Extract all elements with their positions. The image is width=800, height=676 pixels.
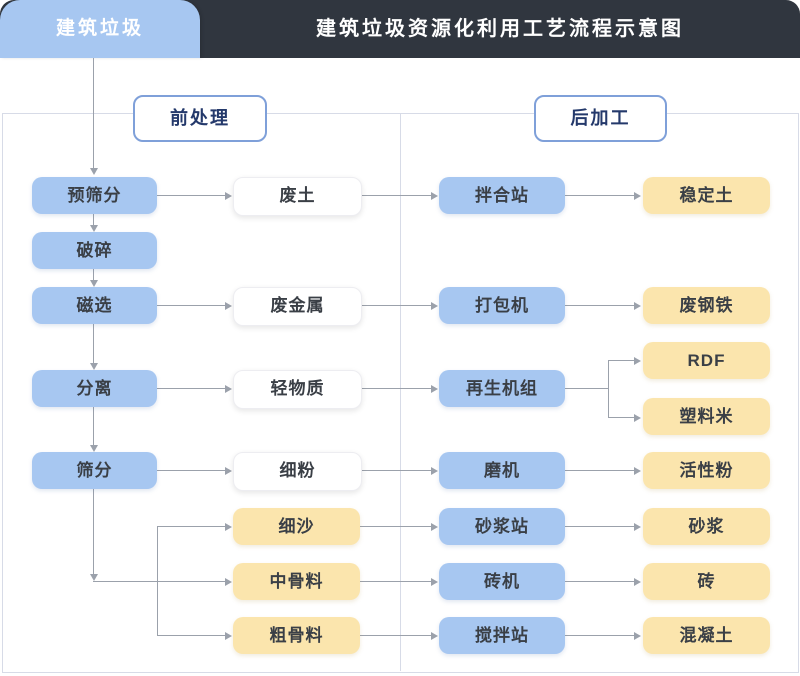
- flow-node-screening: 筛分: [32, 452, 157, 489]
- flow-node-concrete: 混凝土: [643, 617, 770, 654]
- arrowhead-icon: [431, 466, 438, 475]
- arrowhead-icon: [89, 445, 98, 452]
- arrowhead-icon: [431, 191, 438, 200]
- flow-node-scrap-steel: 废钢铁: [643, 287, 770, 324]
- arrowhead-icon: [225, 577, 232, 586]
- flow-node-baler: 打包机: [439, 287, 565, 324]
- flow-node-stabilized-soil: 稳定土: [643, 177, 770, 214]
- flow-node-active-powder: 活性粉: [643, 452, 770, 489]
- arrowhead-icon: [431, 522, 438, 531]
- arrowhead-icon: [225, 522, 232, 531]
- edge-mixplant-to-stabsoil: [565, 191, 641, 200]
- flow-node-brick: 砖: [643, 563, 770, 600]
- edge-branch-to-finesand: [157, 522, 232, 531]
- arrowhead-icon: [225, 301, 232, 310]
- edge-brickmachine-to-brick: [565, 577, 641, 586]
- edge-prescreen-to-crush: [89, 214, 98, 232]
- flow-node-pre-screening: 预筛分: [32, 177, 157, 214]
- arrowhead-icon: [634, 577, 641, 586]
- edge-waste-to-prescreen: [89, 58, 98, 175]
- flow-node-light-materials: 轻物质: [233, 370, 362, 409]
- flow-node-coarse-aggregate: 粗骨料: [233, 617, 360, 654]
- arrowhead-icon: [225, 631, 232, 640]
- flow-node-separation: 分离: [32, 370, 157, 407]
- edge-coarseagg-to-concplant: [360, 631, 438, 640]
- flow-node-rdf: RDF: [643, 342, 770, 379]
- edge-soil-to-mixplant: [360, 191, 438, 200]
- section-divider: [400, 113, 401, 671]
- arrowhead-icon: [634, 301, 641, 310]
- flow-node-mortar: 砂浆: [643, 508, 770, 545]
- edge-branch-to-coarseagg: [157, 631, 232, 640]
- source-tab-construction-waste: 建筑垃圾: [0, 0, 200, 58]
- edge-metal-to-baler: [360, 301, 438, 310]
- flow-node-plastic-pellets: 塑料米: [643, 398, 770, 435]
- edge-aggregate-branch: [157, 526, 158, 635]
- edge-separation-to-light: [157, 384, 232, 393]
- flow-node-fine-sand: 细沙: [233, 508, 360, 545]
- edge-regen-out: [565, 388, 608, 389]
- arrowhead-icon: [89, 168, 98, 175]
- arrowhead-icon: [634, 631, 641, 640]
- edge-finesand-to-mortarplant: [360, 522, 438, 531]
- flow-node-fine-powder: 细粉: [233, 452, 362, 491]
- edge-magnetic-to-metal: [157, 301, 232, 310]
- edge-separation-to-screening: [89, 407, 98, 452]
- arrowhead-icon: [634, 466, 641, 475]
- flow-node-waste-soil: 废土: [233, 177, 362, 216]
- edge-crush-to-magnetic: [89, 269, 98, 287]
- arrowhead-icon: [634, 191, 641, 200]
- edge-split-to-pellets: [608, 413, 641, 422]
- flow-node-mortar-plant: 砂浆站: [439, 508, 565, 545]
- arrowhead-icon: [431, 384, 438, 393]
- edge-regen-split: [608, 360, 609, 417]
- page-title: 建筑垃圾资源化利用工艺流程示意图: [316, 18, 684, 40]
- arrowhead-icon: [89, 574, 98, 581]
- arrowhead-icon: [89, 363, 98, 370]
- edge-concplant-to-concrete: [565, 631, 641, 640]
- arrowhead-icon: [225, 191, 232, 200]
- arrowhead-icon: [225, 466, 232, 475]
- edge-split-to-rdf: [608, 356, 641, 365]
- flow-node-brick-machine: 砖机: [439, 563, 565, 600]
- arrowhead-icon: [634, 413, 641, 422]
- arrowhead-icon: [89, 225, 98, 232]
- edge-prescreen-to-soil: [157, 191, 232, 200]
- flow-node-mixing-plant: 拌合站: [439, 177, 565, 214]
- edge-baler-to-scrapsteel: [565, 301, 641, 310]
- badge-post-processing: 后加工: [534, 95, 667, 142]
- arrowhead-icon: [431, 577, 438, 586]
- edge-powder-to-mill: [360, 466, 438, 475]
- edge-mill-to-activepowder: [565, 466, 641, 475]
- arrowhead-icon: [634, 522, 641, 531]
- edge-light-to-regen: [360, 384, 438, 393]
- edge-medagg-to-brickmachine: [360, 577, 438, 586]
- arrowhead-icon: [225, 384, 232, 393]
- edge-screening-to-medagg: [93, 577, 232, 586]
- arrowhead-icon: [634, 356, 641, 365]
- edge-screening-down: [89, 489, 98, 581]
- flow-node-crushing: 破碎: [32, 232, 157, 269]
- flow-node-mill: 磨机: [439, 452, 565, 489]
- flow-node-medium-aggregate: 中骨料: [233, 563, 360, 600]
- flow-node-magnetic-separation: 磁选: [32, 287, 157, 324]
- arrowhead-icon: [431, 301, 438, 310]
- flow-node-scrap-metal: 废金属: [233, 287, 362, 326]
- flow-node-concrete-mixing-plant: 搅拌站: [439, 617, 565, 654]
- flow-node-regeneration-unit: 再生机组: [439, 370, 565, 407]
- edge-screening-to-powder: [157, 466, 232, 475]
- badge-pre-processing: 前处理: [133, 95, 267, 142]
- edge-mortarplant-to-mortar: [565, 522, 641, 531]
- edge-magnetic-to-separation: [89, 324, 98, 370]
- arrowhead-icon: [89, 280, 98, 287]
- arrowhead-icon: [431, 631, 438, 640]
